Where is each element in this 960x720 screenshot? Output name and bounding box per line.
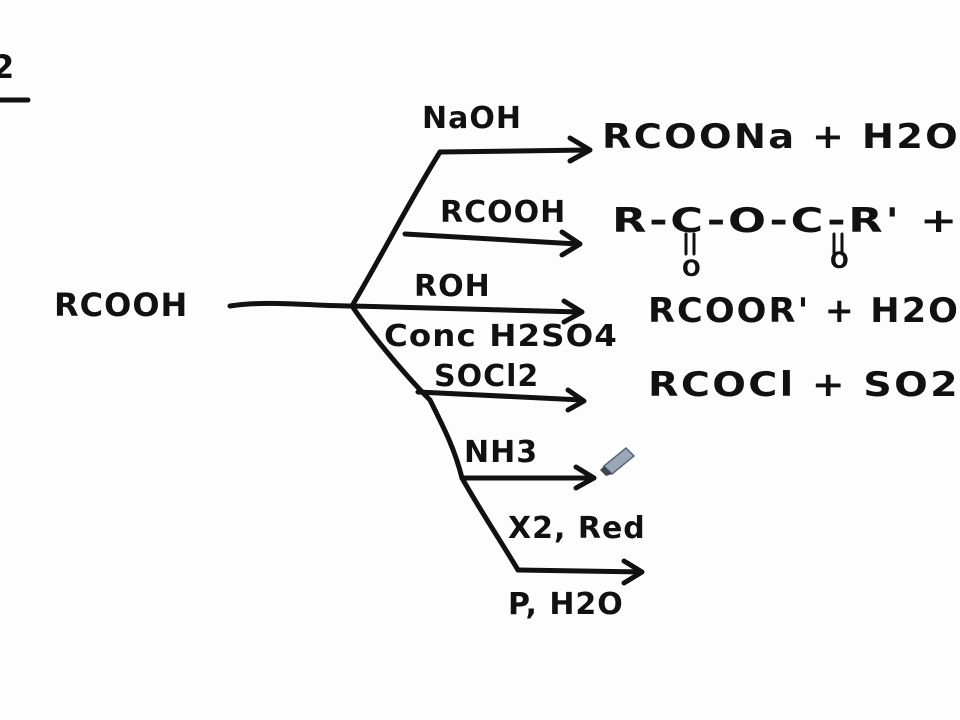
arrow-x2-red: [515, 567, 643, 575]
reagent-nh3: NH3: [464, 435, 538, 470]
corner-mark: 2: [0, 48, 15, 86]
reactant-line: [227, 300, 355, 309]
reagent-x2-red: X2, Red: [508, 511, 646, 546]
arrow-rcooh: [402, 231, 581, 247]
arrow-head-rcooh: [559, 229, 583, 258]
product-acid-chloride: RCOCl + SO2: [648, 365, 960, 405]
arrow-socl2: [415, 389, 585, 403]
anhydride-oxygen-left: O: [682, 257, 701, 282]
arrow-head-socl2: [565, 387, 587, 413]
arrow-head-nh3: [573, 464, 597, 491]
arrow-head-x2-red: [621, 558, 645, 586]
anhydride-double-bond-left: [684, 232, 696, 256]
product-ester: RCOOR' + H2O: [648, 291, 960, 331]
reagent-socl2: SOCl2: [434, 359, 539, 394]
reagent-roh: ROH: [414, 269, 491, 304]
reagent-p-h2o: P, H2O: [508, 587, 624, 622]
reagent-rcooh: RCOOH: [440, 195, 566, 230]
pen-cursor-icon: [600, 446, 636, 476]
product-anhydride: R-C-O-C-R' +: [612, 201, 960, 241]
product-sodium-salt: RCOONa + H2O: [602, 117, 960, 157]
arrow-naoh: [437, 147, 591, 155]
reagent-conc-h2so4: Conc H2SO4: [384, 319, 618, 354]
arrow-head-naoh: [567, 135, 593, 164]
reagent-naoh: NaOH: [422, 101, 522, 136]
reactant-label: RCOOH: [54, 286, 188, 324]
arrow-roh: [349, 303, 583, 315]
arrow-head-roh: [561, 298, 585, 325]
anhydride-oxygen-right: O: [830, 249, 849, 274]
anhydride-double-bond-right: [832, 232, 844, 256]
